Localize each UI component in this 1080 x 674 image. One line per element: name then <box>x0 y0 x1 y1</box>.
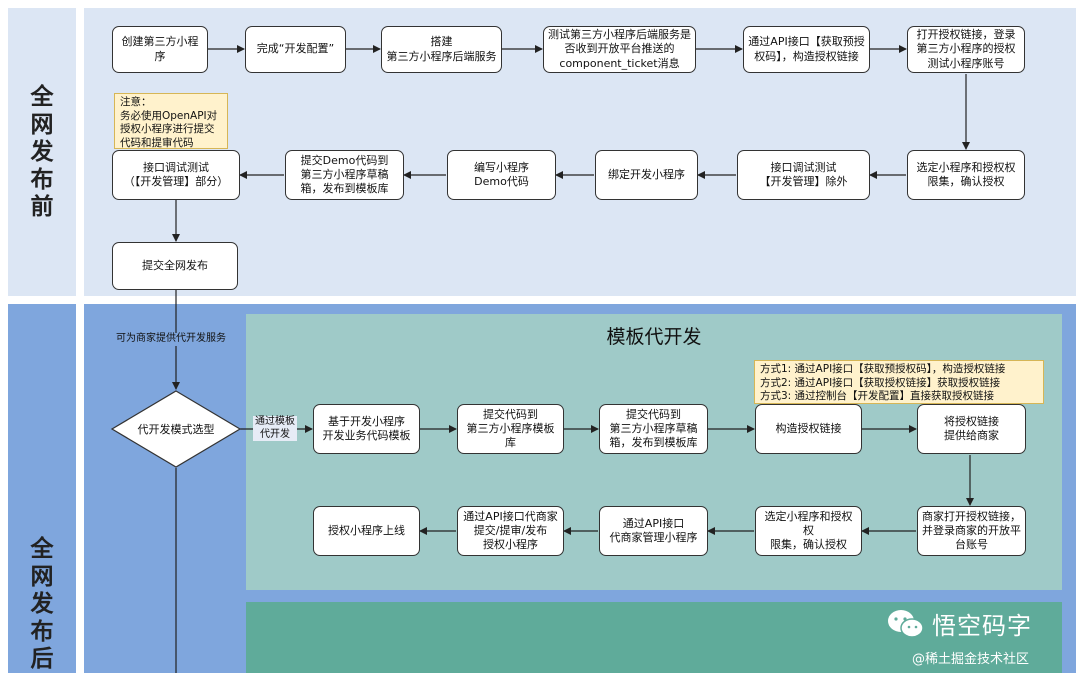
node-create-mini-program: 创建第三方小程序 <box>112 26 208 73</box>
node-api-test-except: 接口调试测试 【开发管理】除外 <box>737 150 870 200</box>
watermark: @稀土掘金技术社区 <box>912 652 1030 667</box>
node-write-demo: 编写小程序 Demo代码 <box>447 150 556 200</box>
secondary-panel <box>246 602 1062 673</box>
node-api-preauth: 通过API接口【获取预授 权码】，构造授权链接 <box>743 26 870 73</box>
phase-before-label: 全 网 发 布 前 <box>30 84 54 221</box>
note-auth-methods: 方式1: 通过API接口【获取预授权码】，构造授权链接 方式2: 通过API接口… <box>754 360 1044 404</box>
node-build-auth-link: 构造授权链接 <box>755 404 862 454</box>
decision-label: 代开发模式选型 <box>137 423 215 436</box>
node-api-submit: 通过API接口代商家 提交/提审/发布 授权小程序 <box>457 506 564 556</box>
phase-before-band <box>8 8 76 296</box>
node-dev-config: 完成“开发配置” <box>245 26 346 73</box>
node-api-manage: 通过API接口 代商家管理小程序 <box>599 506 708 556</box>
label-provide-service: 可为商家提供代开发服务 <box>114 333 228 346</box>
node-select-permissions-2: 选定小程序和授权权 限集，确认授权 <box>755 506 862 556</box>
brand: 悟空码字 <box>886 606 1032 641</box>
node-submit-release: 提交全网发布 <box>112 242 238 290</box>
phase-after-label: 全 网 发 布 后 <box>30 536 54 673</box>
label-template-dev: 通过模板 代开发 <box>253 416 297 441</box>
note-openapi: 注意： 务必使用OpenAPI对 授权小程序进行提交 代码和提审代码 <box>114 93 228 149</box>
brand-name: 悟空码字 <box>932 612 1032 640</box>
node-component-ticket: 测试第三方小程序后端服务是 否收到开放平台推送的 component_ticke… <box>543 26 696 73</box>
node-online: 授权小程序上线 <box>313 506 420 556</box>
node-submit-draft: 提交代码到 第三方小程序草稿 箱，发布到模板库 <box>599 404 708 454</box>
node-template-base: 基于开发小程序 开发业务代码模板 <box>313 404 420 454</box>
decision-diamond <box>110 390 242 468</box>
template-dev-title: 模板代开发 <box>606 326 702 348</box>
phase-after-band <box>8 304 76 673</box>
node-api-test-part: 接口调试测试 （【开发管理】部分） <box>112 150 240 200</box>
node-backend-service: 搭建 第三方小程序后端服务 <box>381 26 502 73</box>
node-bind-dev-program: 绑定开发小程序 <box>595 150 698 200</box>
wechat-icon <box>888 609 924 638</box>
node-submit-demo: 提交Demo代码到 第三方小程序草稿 箱，发布到模板库 <box>285 150 404 200</box>
node-merchant-open-link: 商家打开授权链接， 并登录商家的开放平 台账号 <box>917 506 1026 556</box>
node-open-auth-link: 打开授权链接，登录 第三方小程序的授权 测试小程序账号 <box>907 26 1025 73</box>
node-submit-template: 提交代码到 第三方小程序模板库 <box>457 404 564 454</box>
node-give-link-merchant: 将授权链接 提供给商家 <box>917 404 1026 454</box>
node-select-permissions: 选定小程序和授权权 限集，确认授权 <box>907 150 1025 200</box>
